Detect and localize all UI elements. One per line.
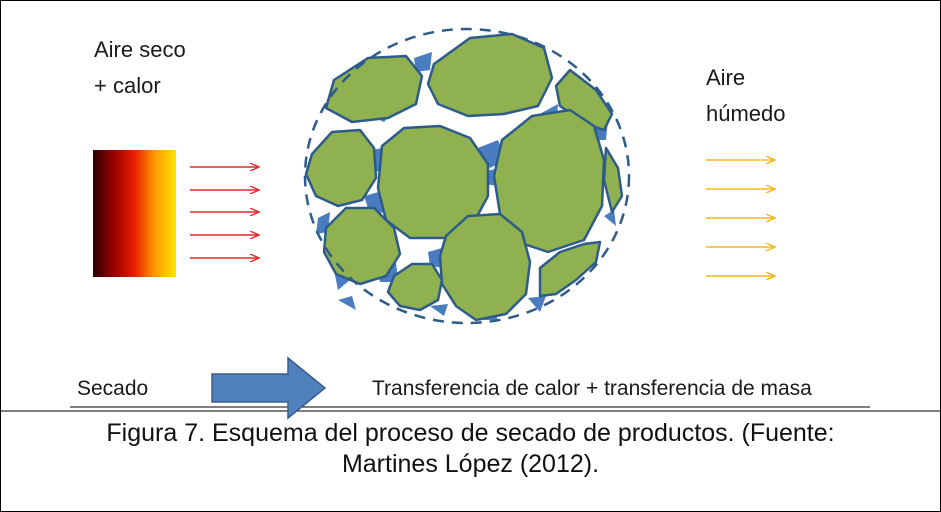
output-label-line1: Aire — [706, 65, 746, 90]
humid-air-arrows — [706, 160, 775, 276]
particle-cluster — [303, 27, 631, 325]
process-label: Secado — [77, 377, 149, 400]
heat-source-gradient — [93, 150, 176, 277]
caption-line1: Figura 7. Esquema del proceso de secado … — [106, 419, 835, 447]
particle — [492, 108, 606, 254]
particle — [304, 128, 378, 208]
particle — [386, 262, 444, 312]
particle — [538, 240, 602, 298]
particle — [322, 206, 402, 286]
result-label: Transferencia de calor + transferencia d… — [372, 377, 812, 400]
figure-caption: Figura 7. Esquema del proceso de secado … — [0, 418, 941, 480]
input-label-line2: + calor — [94, 73, 161, 98]
caption-line2: Martines López (2012). — [341, 450, 600, 478]
particle — [602, 146, 624, 214]
particle — [438, 212, 532, 322]
output-label-line2: húmedo — [706, 101, 786, 126]
agglomerate-boundary — [303, 27, 631, 325]
process-arrow — [211, 356, 327, 420]
particle — [426, 32, 554, 118]
particle — [554, 68, 614, 132]
hot-air-arrows — [190, 167, 259, 258]
particle — [376, 124, 490, 240]
input-label-line1: Aire seco — [94, 37, 186, 62]
particle — [324, 54, 424, 124]
solid-particles — [304, 32, 624, 322]
